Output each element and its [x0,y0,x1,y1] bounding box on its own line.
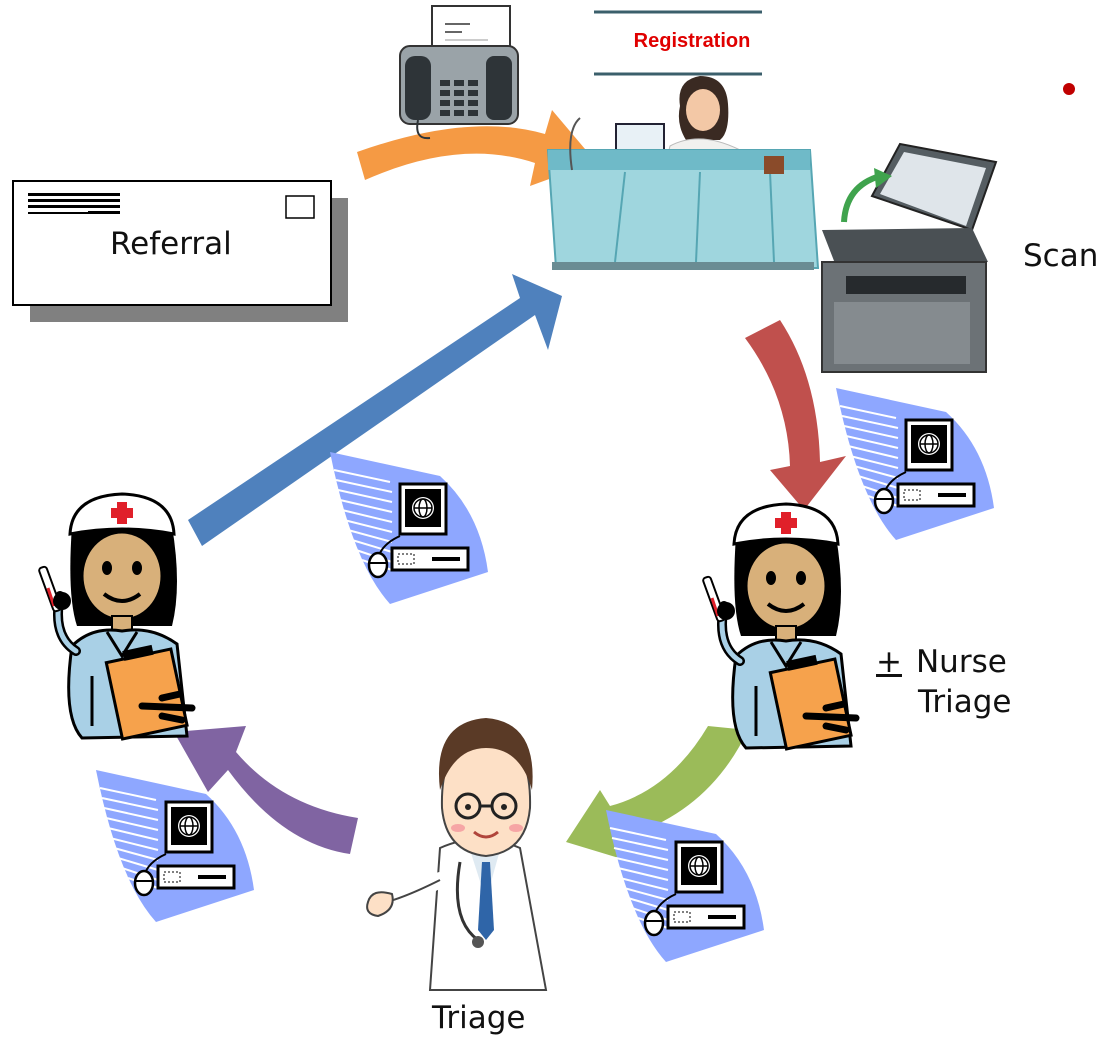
fax-machine-icon [399,5,519,140]
triage-label: Triage [432,1000,526,1036]
registration-desk-icon [546,76,820,270]
document-computer-icon-2 [328,450,490,606]
nurse-triage-label: + Nurse Triage [876,642,1011,722]
registration-label: Registration [633,30,751,52]
scan-label: Scan [1023,238,1099,274]
nurse-triage-line2: Triage [918,684,1012,720]
scanner-icon [821,142,998,373]
referral-envelope [12,180,348,322]
bullet-dot [1063,83,1075,95]
nurse-left-icon [38,494,192,739]
document-computer-icon-1 [834,386,996,542]
registration-sign [594,10,762,76]
arrow-triage-to-nurse [174,726,358,854]
document-computer-icon-3 [604,808,766,964]
plus-minus-symbol: + [876,644,902,680]
arrow-registration-to-nurse-triage [745,320,846,510]
referral-label: Referral [110,226,232,262]
arrow-nurse-to-registration [188,274,562,546]
document-computer-icon-4 [94,768,256,924]
nurse-triage-line1: Nurse [915,644,1007,680]
arrow-fax-to-registration [357,110,596,186]
stamp-icon [285,195,315,219]
doctor-icon [366,718,548,991]
nurse-right-icon [702,504,856,749]
